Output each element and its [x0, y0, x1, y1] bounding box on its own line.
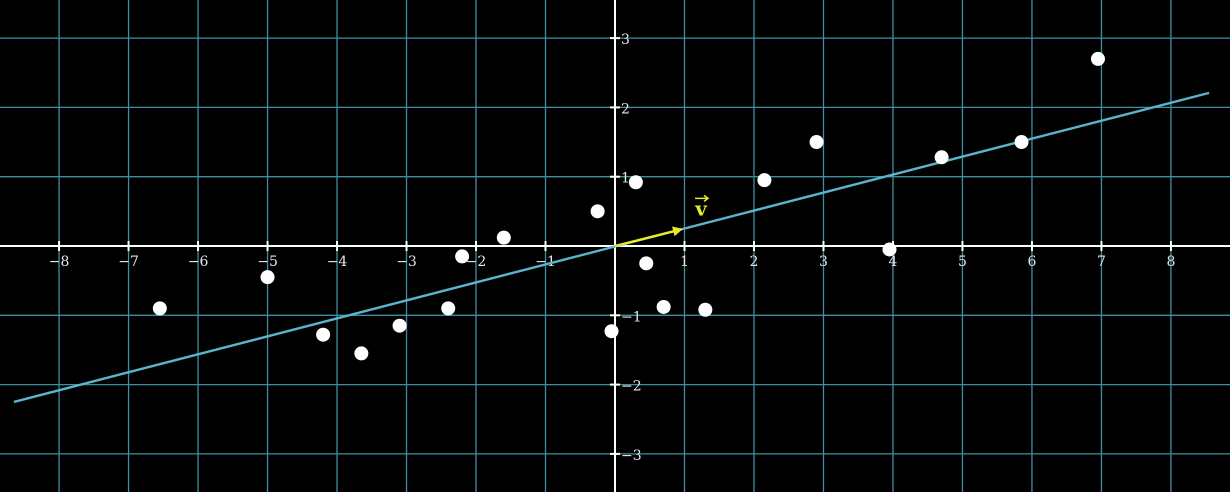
data-point — [1014, 135, 1029, 150]
data-point — [698, 302, 713, 317]
data-point — [496, 230, 511, 245]
x-tick-label: −2 — [466, 254, 487, 270]
y-tick-label: −2 — [621, 379, 642, 395]
x-tick-label: 4 — [889, 254, 898, 270]
data-point — [455, 249, 470, 264]
x-tick-label: −4 — [327, 254, 348, 270]
y-tick-label: −3 — [621, 448, 642, 464]
y-tick-label: 2 — [621, 101, 630, 117]
data-point — [656, 299, 671, 314]
x-tick-label: 8 — [1166, 254, 1175, 270]
data-point — [354, 346, 369, 361]
data-point — [590, 204, 605, 219]
x-tick-label: 6 — [1027, 254, 1036, 270]
x-tick-label: −7 — [118, 254, 139, 270]
x-tick-label: −8 — [49, 254, 70, 270]
y-tick-label: 3 — [621, 32, 630, 48]
y-tick-label: −1 — [621, 309, 642, 325]
x-tick-label: 2 — [750, 254, 759, 270]
vector-group: v — [614, 194, 710, 248]
data-point — [441, 301, 456, 316]
x-tick-label: 7 — [1097, 254, 1106, 270]
data-point — [882, 242, 897, 257]
x-tick-label: 5 — [958, 254, 967, 270]
data-point — [757, 173, 772, 188]
x-tick-label: −3 — [396, 254, 417, 270]
data-point — [809, 135, 824, 150]
data-point — [628, 175, 643, 190]
x-tick-label: −5 — [257, 254, 278, 270]
data-point — [152, 301, 167, 316]
x-tick-label: 3 — [819, 254, 828, 270]
fit-line-group — [13, 91, 1210, 404]
data-point — [1090, 51, 1105, 66]
vector-arrow — [614, 226, 683, 248]
vector-label: v — [694, 196, 708, 220]
data-point — [260, 270, 275, 285]
y-tick-label: 1 — [621, 171, 630, 187]
x-tick-label: 1 — [680, 254, 689, 270]
fit-line — [13, 91, 1210, 404]
data-point — [604, 324, 619, 339]
vector-accent-head-icon — [703, 194, 710, 202]
data-point — [639, 256, 654, 271]
data-point — [392, 318, 407, 333]
x-tick-label: −6 — [188, 254, 209, 270]
data-points — [152, 51, 1105, 361]
data-point — [934, 150, 949, 165]
data-point — [316, 327, 331, 342]
